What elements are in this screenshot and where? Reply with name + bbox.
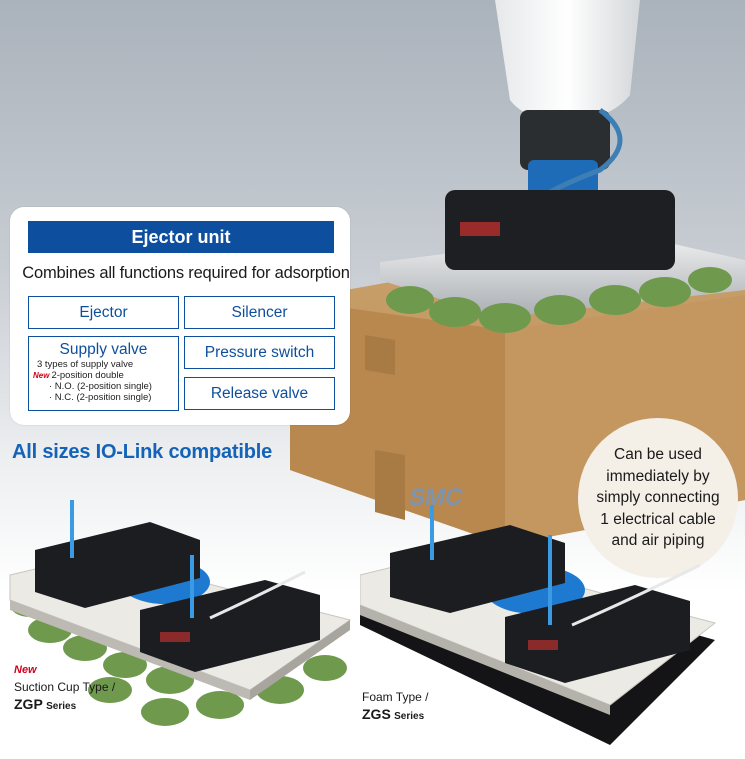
supply-valve-types: 3 types of supply valve <box>37 359 134 370</box>
robot-arm <box>495 0 640 232</box>
bubble-line: immediately by <box>606 467 710 485</box>
function-release-valve-label: Release valve <box>210 384 309 402</box>
zgp-type: Suction Cup Type / <box>14 680 116 694</box>
zgs-series-word: Series <box>394 711 425 722</box>
function-ejector: Ejector <box>28 296 179 329</box>
function-supply-valve: Supply valve 3 types of supply valve New… <box>28 336 179 411</box>
hero-illustration: SMC <box>290 0 745 545</box>
function-silencer: Silencer <box>184 296 335 329</box>
function-pressure-switch-label: Pressure switch <box>204 343 315 361</box>
function-silencer-label: Silencer <box>231 303 288 321</box>
bubble-line: and air piping <box>611 532 705 550</box>
supply-valve-nc: · N.C. (2-position single) <box>49 392 152 403</box>
ejector-unit-title: Ejector unit <box>28 221 334 253</box>
zgp-series-word: Series <box>46 701 77 712</box>
zgs-label: Foam Type / ZGS Series <box>362 689 428 725</box>
zgs-series-code: ZGS <box>362 706 391 722</box>
box-gripper <box>380 190 745 333</box>
info-bubble-text: Can be used immediately by simply connec… <box>596 444 719 552</box>
zgs-product-image <box>360 505 717 745</box>
function-pressure-switch: Pressure switch <box>184 336 335 369</box>
zgp-series-code: ZGP <box>14 696 43 712</box>
supply-valve-double-text: 2-position double <box>51 370 124 381</box>
info-bubble: Can be used immediately by simply connec… <box>578 418 738 578</box>
function-supply-valve-label: Supply valve <box>59 341 148 358</box>
ejector-unit-panel: Ejector unit Combines all functions requ… <box>10 207 350 425</box>
zgs-type: Foam Type / <box>362 690 429 704</box>
function-ejector-label: Ejector <box>79 303 128 321</box>
zgp-ejector-boxes <box>35 522 320 672</box>
ejector-unit-subtitle: Combines all functions required for adso… <box>22 264 350 282</box>
zgp-series: ZGP Series <box>14 696 115 715</box>
new-badge-small: New <box>33 371 50 380</box>
zgp-product-image <box>9 500 352 726</box>
new-badge: New <box>14 664 37 676</box>
supply-valve-no: · N.O. (2-position single) <box>49 381 152 392</box>
zgp-label: New Suction Cup Type / ZGP Series <box>14 662 115 715</box>
bubble-line: Can be used <box>614 446 702 464</box>
bubble-line: 1 electrical cable <box>600 510 716 528</box>
zgs-series: ZGS Series <box>362 706 428 725</box>
smc-box-logo: SMC <box>406 484 465 511</box>
function-release-valve: Release valve <box>184 377 335 410</box>
iolink-heading: All sizes IO-Link compatible <box>12 441 273 463</box>
bubble-line: simply connecting <box>596 489 720 507</box>
